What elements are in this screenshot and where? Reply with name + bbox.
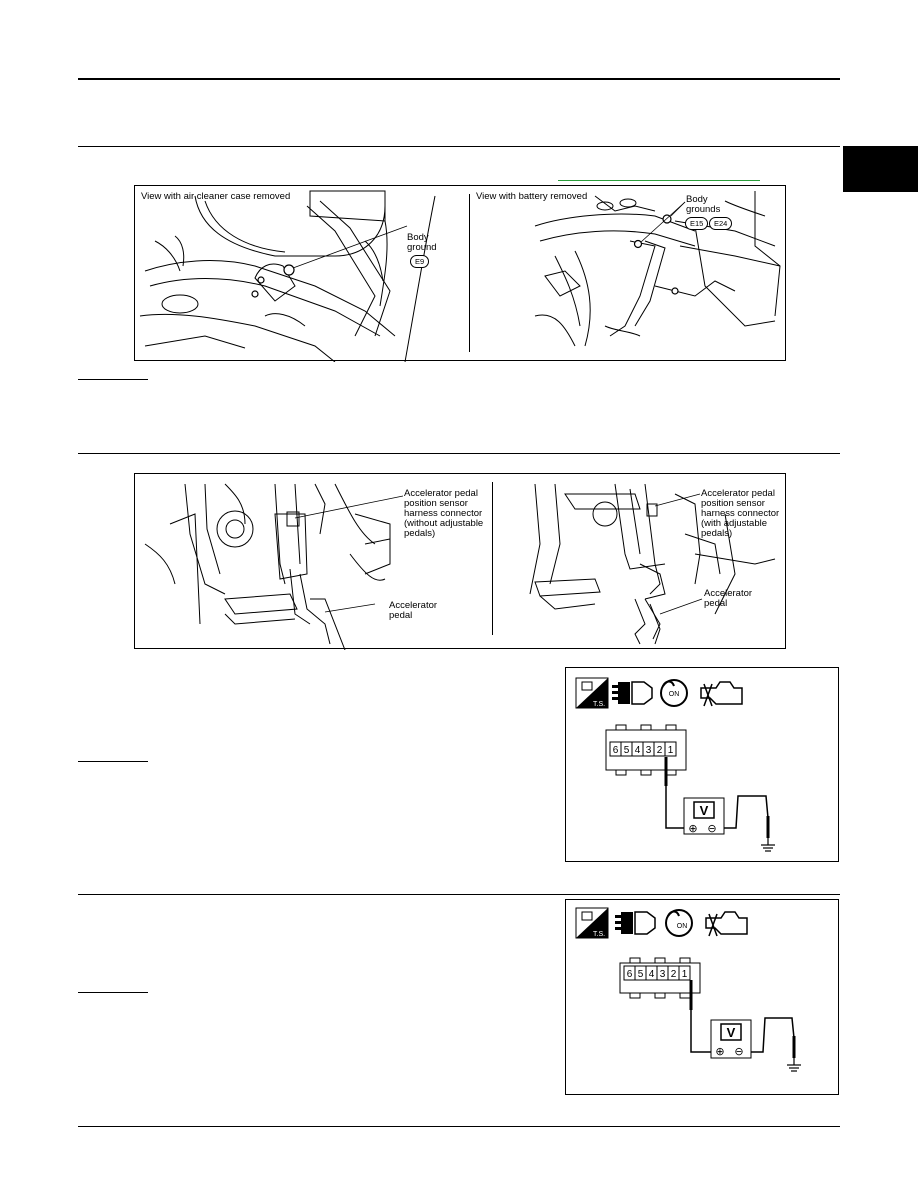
connector-pin-number: 5: [638, 969, 644, 980]
connector-pin-cell: [664, 741, 677, 757]
left-view-caption: View with air cleaner case removed: [141, 191, 291, 202]
connector-pin-number: 2: [671, 969, 677, 980]
pedal-illustration: [144, 483, 776, 650]
accelerator-pedal-label-right: Accelerator pedal: [704, 588, 753, 609]
figure-divider: [469, 194, 470, 352]
connector-badge-e9: E9: [410, 255, 430, 268]
svg-text:ON: ON: [669, 691, 680, 698]
ground-symbol: [761, 838, 775, 852]
svg-text:ON: ON: [677, 923, 688, 930]
connector-pin-number: 2: [657, 745, 663, 756]
accelerator-pedal-label-left: Accelerator pedal: [389, 600, 438, 621]
connector-pin-number: 6: [613, 745, 619, 756]
apps-connector-label-right: Accelerator pedal position sensor harnes…: [701, 488, 780, 539]
header-rule: [78, 78, 840, 80]
voltmeter: V ⊕ ⊖: [683, 797, 725, 835]
connector-badge-e24: E24: [709, 217, 733, 230]
section-tab: [843, 146, 918, 192]
reference-link[interactable]: [558, 180, 760, 181]
apps-connector-label-left: Accelerator pedal position sensor harnes…: [404, 488, 484, 539]
body-grounds-label: Body grounds: [686, 194, 721, 215]
right-view-caption: View with battery removed: [476, 191, 588, 202]
engine-off-icon: [700, 681, 743, 707]
ok-ng-underline-1: [78, 379, 148, 380]
ground-location-figure: View with air cleaner case removed View …: [134, 185, 786, 362]
figure-divider: [492, 482, 493, 635]
footer-rule: [78, 1126, 840, 1127]
engine-off-icon: [705, 911, 748, 937]
svg-text:⊖: ⊖: [734, 1045, 743, 1058]
connector-pin-number: 5: [624, 745, 630, 756]
ts-icon: T.S.: [575, 677, 609, 709]
voltmeter: V ⊕ ⊖: [710, 1019, 752, 1059]
section-rule-1: [78, 146, 840, 147]
section-rule-2: [78, 453, 840, 454]
svg-text:⊕: ⊕: [715, 1045, 724, 1058]
body-ground-label: Body ground: [407, 232, 437, 253]
pedal-connector-figure: Accelerator pedal position sensor harnes…: [134, 473, 786, 650]
svg-text:V: V: [727, 1025, 736, 1040]
connector-icon: [612, 681, 653, 705]
ignition-on-icon: ON: [660, 679, 688, 707]
ground-symbol: [787, 1058, 801, 1072]
ts-icon: T.S.: [575, 907, 609, 939]
svg-text:V: V: [700, 803, 709, 818]
svg-text:⊖: ⊖: [707, 822, 716, 835]
ground-illustration: [139, 190, 781, 362]
connector-pin-cell: [678, 965, 691, 981]
connector-pin-number: 4: [649, 969, 655, 980]
ignition-on-icon: ON: [665, 909, 693, 937]
connector-icon: [615, 911, 656, 935]
ok-ng-underline-3: [78, 992, 148, 993]
connector-pin-number: 6: [627, 969, 633, 980]
connector-badge-e15: E15: [685, 217, 709, 230]
connector-pin-number: 1: [668, 745, 674, 756]
connector-pin-number: 3: [660, 969, 666, 980]
svg-text:⊕: ⊕: [688, 822, 697, 835]
connector-pin-number: 1: [682, 969, 688, 980]
svg-text:T.S.: T.S.: [593, 931, 605, 938]
connector-pin-number: 3: [646, 745, 652, 756]
ok-ng-underline-2: [78, 761, 148, 762]
section-rule-3: [78, 894, 840, 895]
connector-pin-number: 4: [635, 745, 641, 756]
svg-text:T.S.: T.S.: [593, 701, 605, 708]
